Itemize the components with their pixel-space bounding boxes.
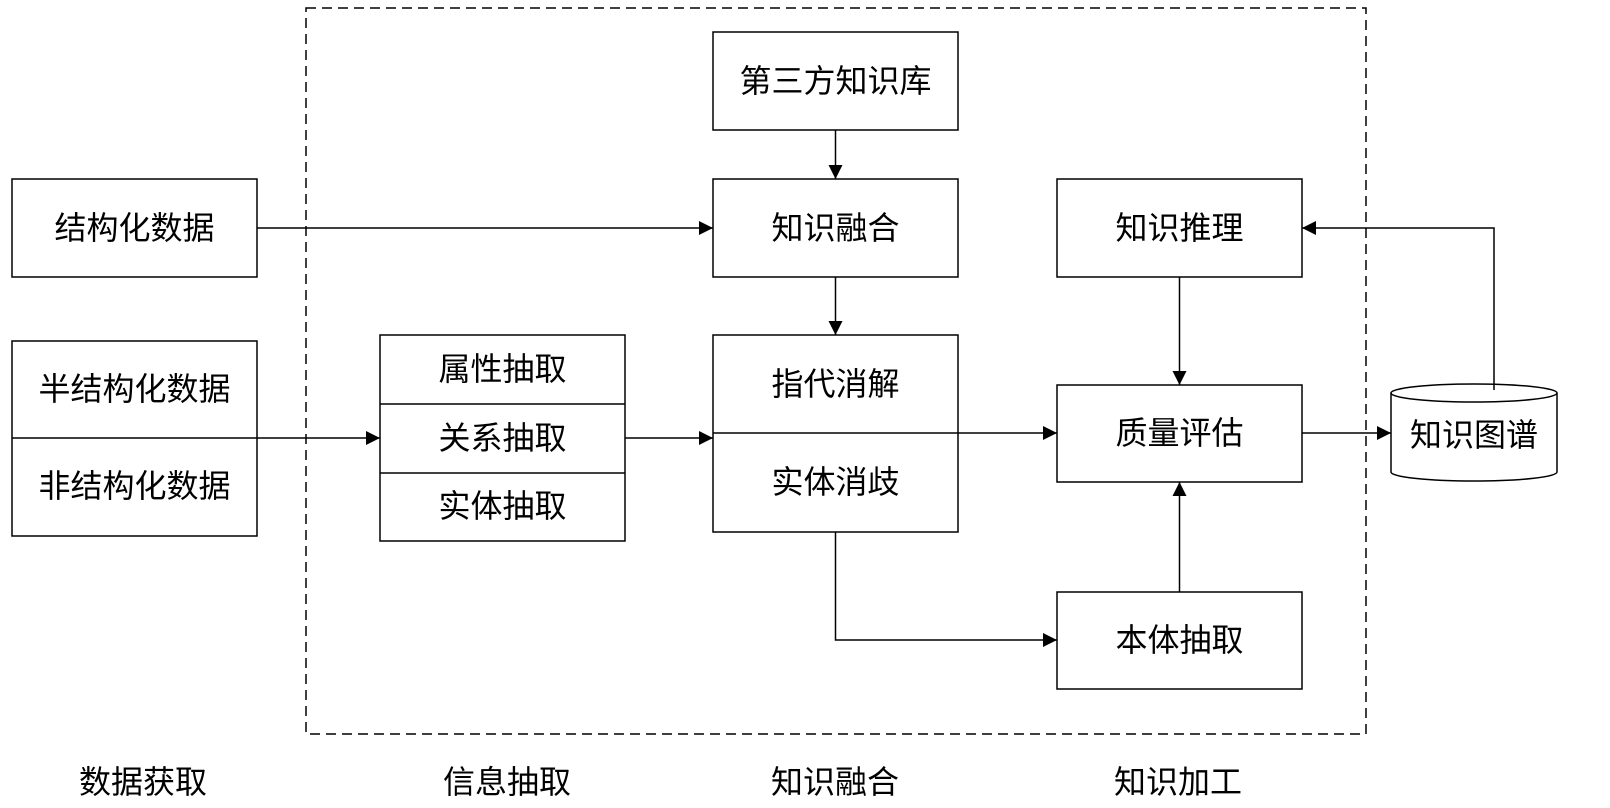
- stage-labels: 数据获取 信息抽取 知识融合 知识加工: [79, 763, 1242, 801]
- ontology-extraction-label: 本体抽取: [1115, 621, 1243, 659]
- stage-information-extraction: 信息抽取: [443, 763, 571, 801]
- quality-assessment-box: 质量评估: [1056, 384, 1303, 483]
- third-party-kb-box: 第三方知识库: [712, 31, 959, 131]
- knowledge-fusion-box: 知识融合: [712, 178, 959, 278]
- stage-knowledge-processing: 知识加工: [1114, 763, 1242, 801]
- resolution-box: 指代消解 实体消歧: [712, 334, 959, 533]
- structured-data-label: 结构化数据: [54, 209, 214, 247]
- stage-data-acquisition: 数据获取: [79, 763, 207, 801]
- quality-assessment-label: 质量评估: [1115, 414, 1243, 452]
- unstructured-data-label: 非结构化数据: [38, 467, 230, 505]
- arrow-graph-to-reasoning: [1302, 221, 1495, 390]
- relation-extraction-label: 关系抽取: [438, 419, 566, 457]
- arrow-resolution-to-ontology: [834, 532, 1057, 647]
- structured-data-box: 结构化数据: [11, 178, 258, 278]
- coreference-resolution-label: 指代消解: [771, 365, 899, 403]
- knowledge-fusion-label: 知识融合: [771, 209, 899, 247]
- semi-structured-data-label: 半结构化数据: [38, 370, 230, 408]
- ontology-extraction-box: 本体抽取: [1056, 591, 1303, 690]
- knowledge-graph-database: 知识图谱: [1390, 383, 1558, 482]
- entity-disambiguation-label: 实体消歧: [771, 463, 899, 501]
- knowledge-reasoning-box: 知识推理: [1056, 178, 1303, 278]
- connectors: [257, 130, 1495, 647]
- stage-knowledge-fusion: 知识融合: [771, 763, 899, 801]
- raw-data-box: 半结构化数据 非结构化数据: [11, 340, 258, 537]
- entity-extraction-label: 实体抽取: [438, 487, 566, 525]
- knowledge-reasoning-label: 知识推理: [1115, 209, 1243, 247]
- processing-boundary: [305, 7, 1367, 735]
- extraction-box: 属性抽取 关系抽取 实体抽取: [379, 334, 626, 542]
- third-party-kb-label: 第三方知识库: [739, 62, 931, 100]
- attribute-extraction-label: 属性抽取: [438, 350, 566, 388]
- knowledge-graph-label: 知识图谱: [1410, 416, 1538, 454]
